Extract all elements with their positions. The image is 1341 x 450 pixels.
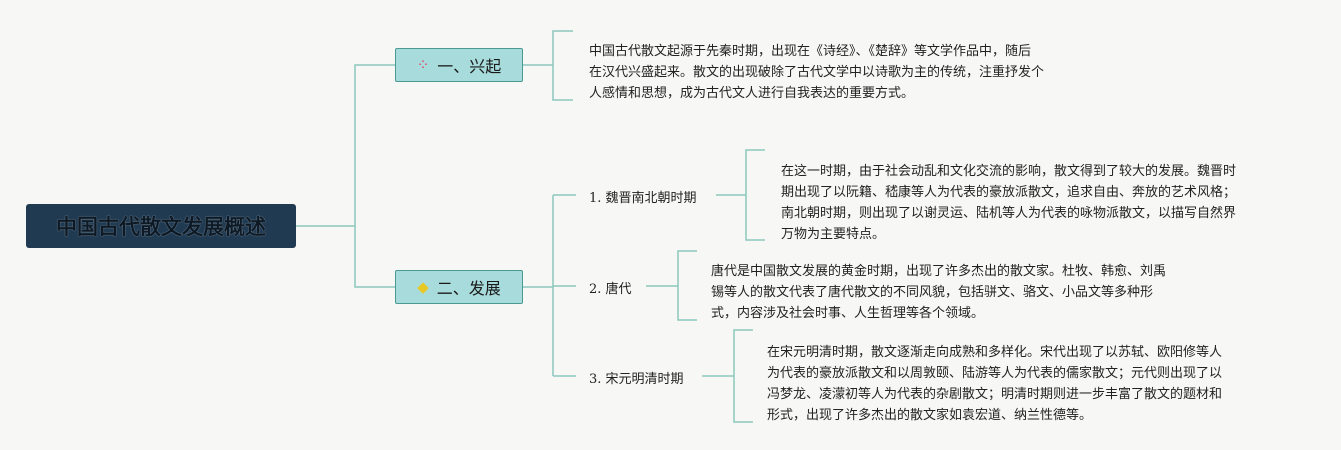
gem-icon: ◆ (417, 277, 429, 296)
sparkle-icon: ⁘ (416, 55, 430, 74)
root-node[interactable]: 中国古代散文发展概述 (26, 204, 296, 248)
sub-node-song-yuan-ming-qing[interactable]: 3. 宋元明清时期 (589, 372, 684, 387)
sub-wei-jin-text: 在这一时期，由于社会动乱和文化交流的影响，散文得到了较大的发展。魏晋时 期出现了… (781, 164, 1237, 242)
branch-label: 二、发展 (436, 279, 501, 298)
root-label: 中国古代散文发展概述 (56, 215, 266, 239)
sub-node-wei-jin[interactable]: 1. 魏晋南北朝时期 (589, 191, 697, 206)
sub-song-yuan-ming-qing-text: 在宋元明清时期，散文逐渐走向成熟和多样化。宋代出现了以苏轼、欧阳修等人 为代表的… (767, 345, 1223, 423)
sub-tang-text: 唐代是中国散文发展的黄金时期，出现了许多杰出的散文家。杜牧、韩愈、刘禹 锡等人的… (711, 264, 1167, 321)
branch-node-development[interactable]: ◆ 二、发展 (395, 270, 523, 304)
branch-node-rise[interactable]: ⁘ 一、兴起 (395, 48, 523, 82)
branch-rise-text: 中国古代散文起源于先秦时期，出现在《诗经》、《楚辞》等文学作品中，随后 在汉代兴… (589, 44, 1045, 101)
sub-node-tang[interactable]: 2. 唐代 (589, 282, 632, 297)
branch-label: 一、兴起 (437, 57, 502, 76)
